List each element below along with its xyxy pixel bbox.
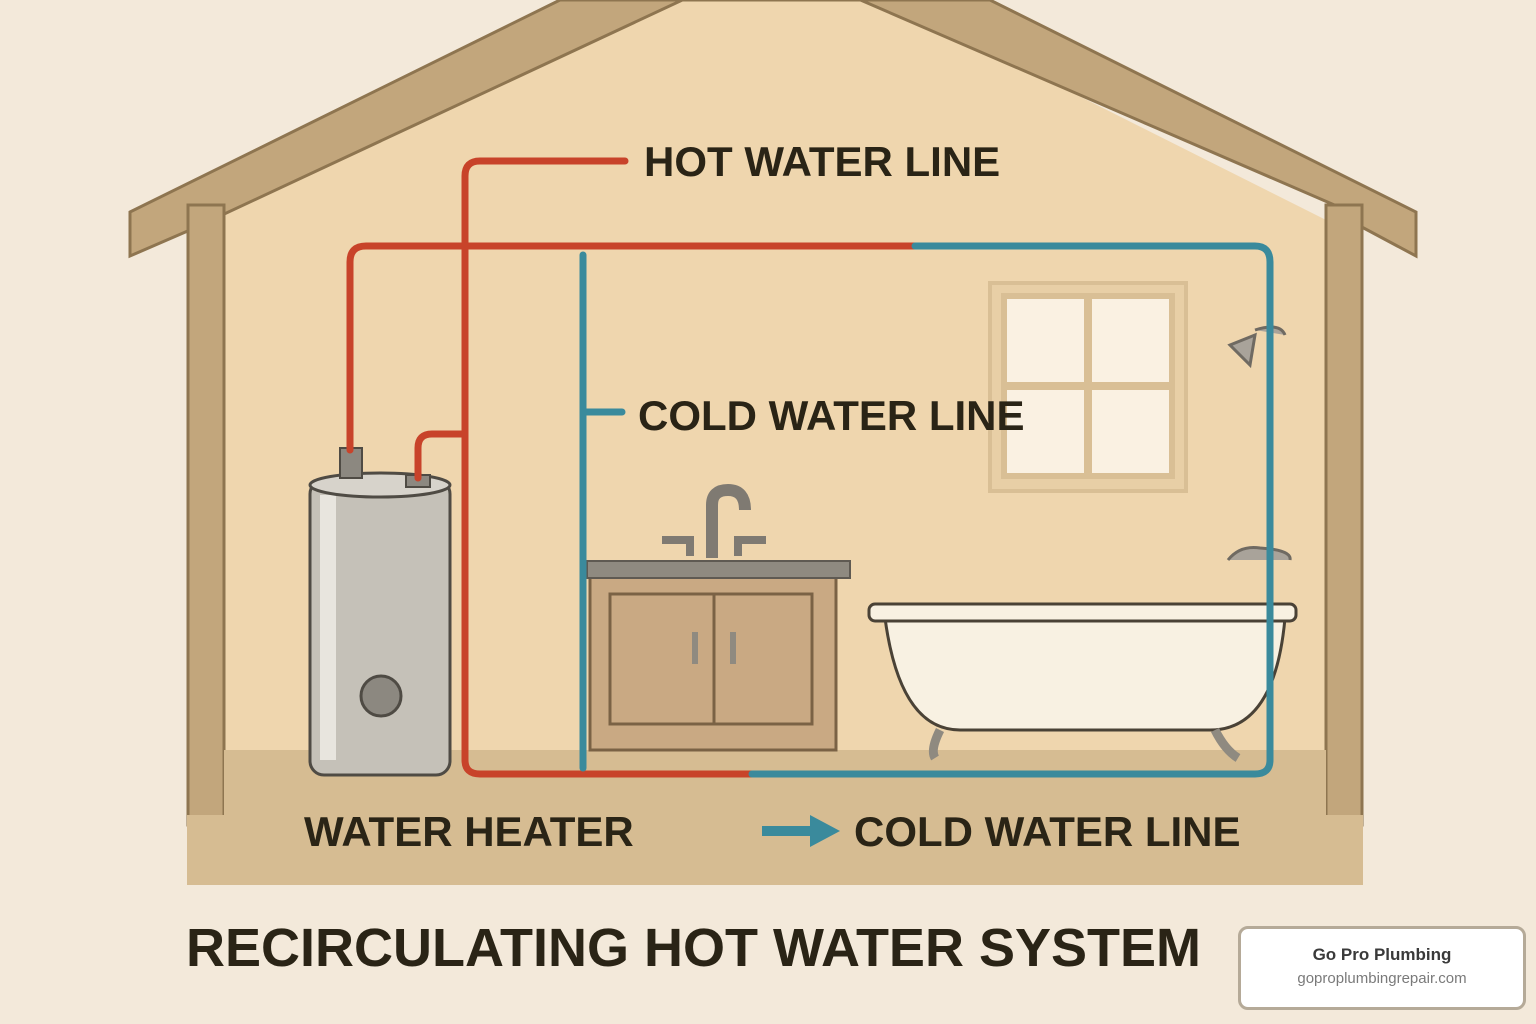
window xyxy=(988,281,1188,493)
cold-pipe-top xyxy=(748,242,1274,778)
right-wall xyxy=(1324,203,1364,827)
water-heater xyxy=(308,447,452,777)
bathtub xyxy=(867,325,1298,762)
watermark-url: goproplumbingrepair.com xyxy=(1297,970,1467,987)
left-wall xyxy=(186,203,226,827)
cold-water-line-label: COLD WATER LINE xyxy=(638,392,1025,439)
arrow-icon xyxy=(762,815,840,847)
cold-water-line-bottom-label: COLD WATER LINE xyxy=(854,808,1241,855)
watermark-card: Go Pro Plumbing goproplumbingrepair.com xyxy=(1238,926,1526,1010)
watermark-name: Go Pro Plumbing xyxy=(1312,945,1452,964)
diagram-title: RECIRCULATING HOT WATER SYSTEM xyxy=(186,918,1201,978)
hot-pipe-label-leader xyxy=(461,157,756,778)
hot-water-line-label: HOT WATER LINE xyxy=(644,138,1001,185)
water-heater-label: WATER HEATER xyxy=(304,808,634,855)
hot-pipe-heater xyxy=(414,430,469,482)
sink-vanity xyxy=(586,483,851,752)
hot-pipe-top xyxy=(346,242,919,454)
